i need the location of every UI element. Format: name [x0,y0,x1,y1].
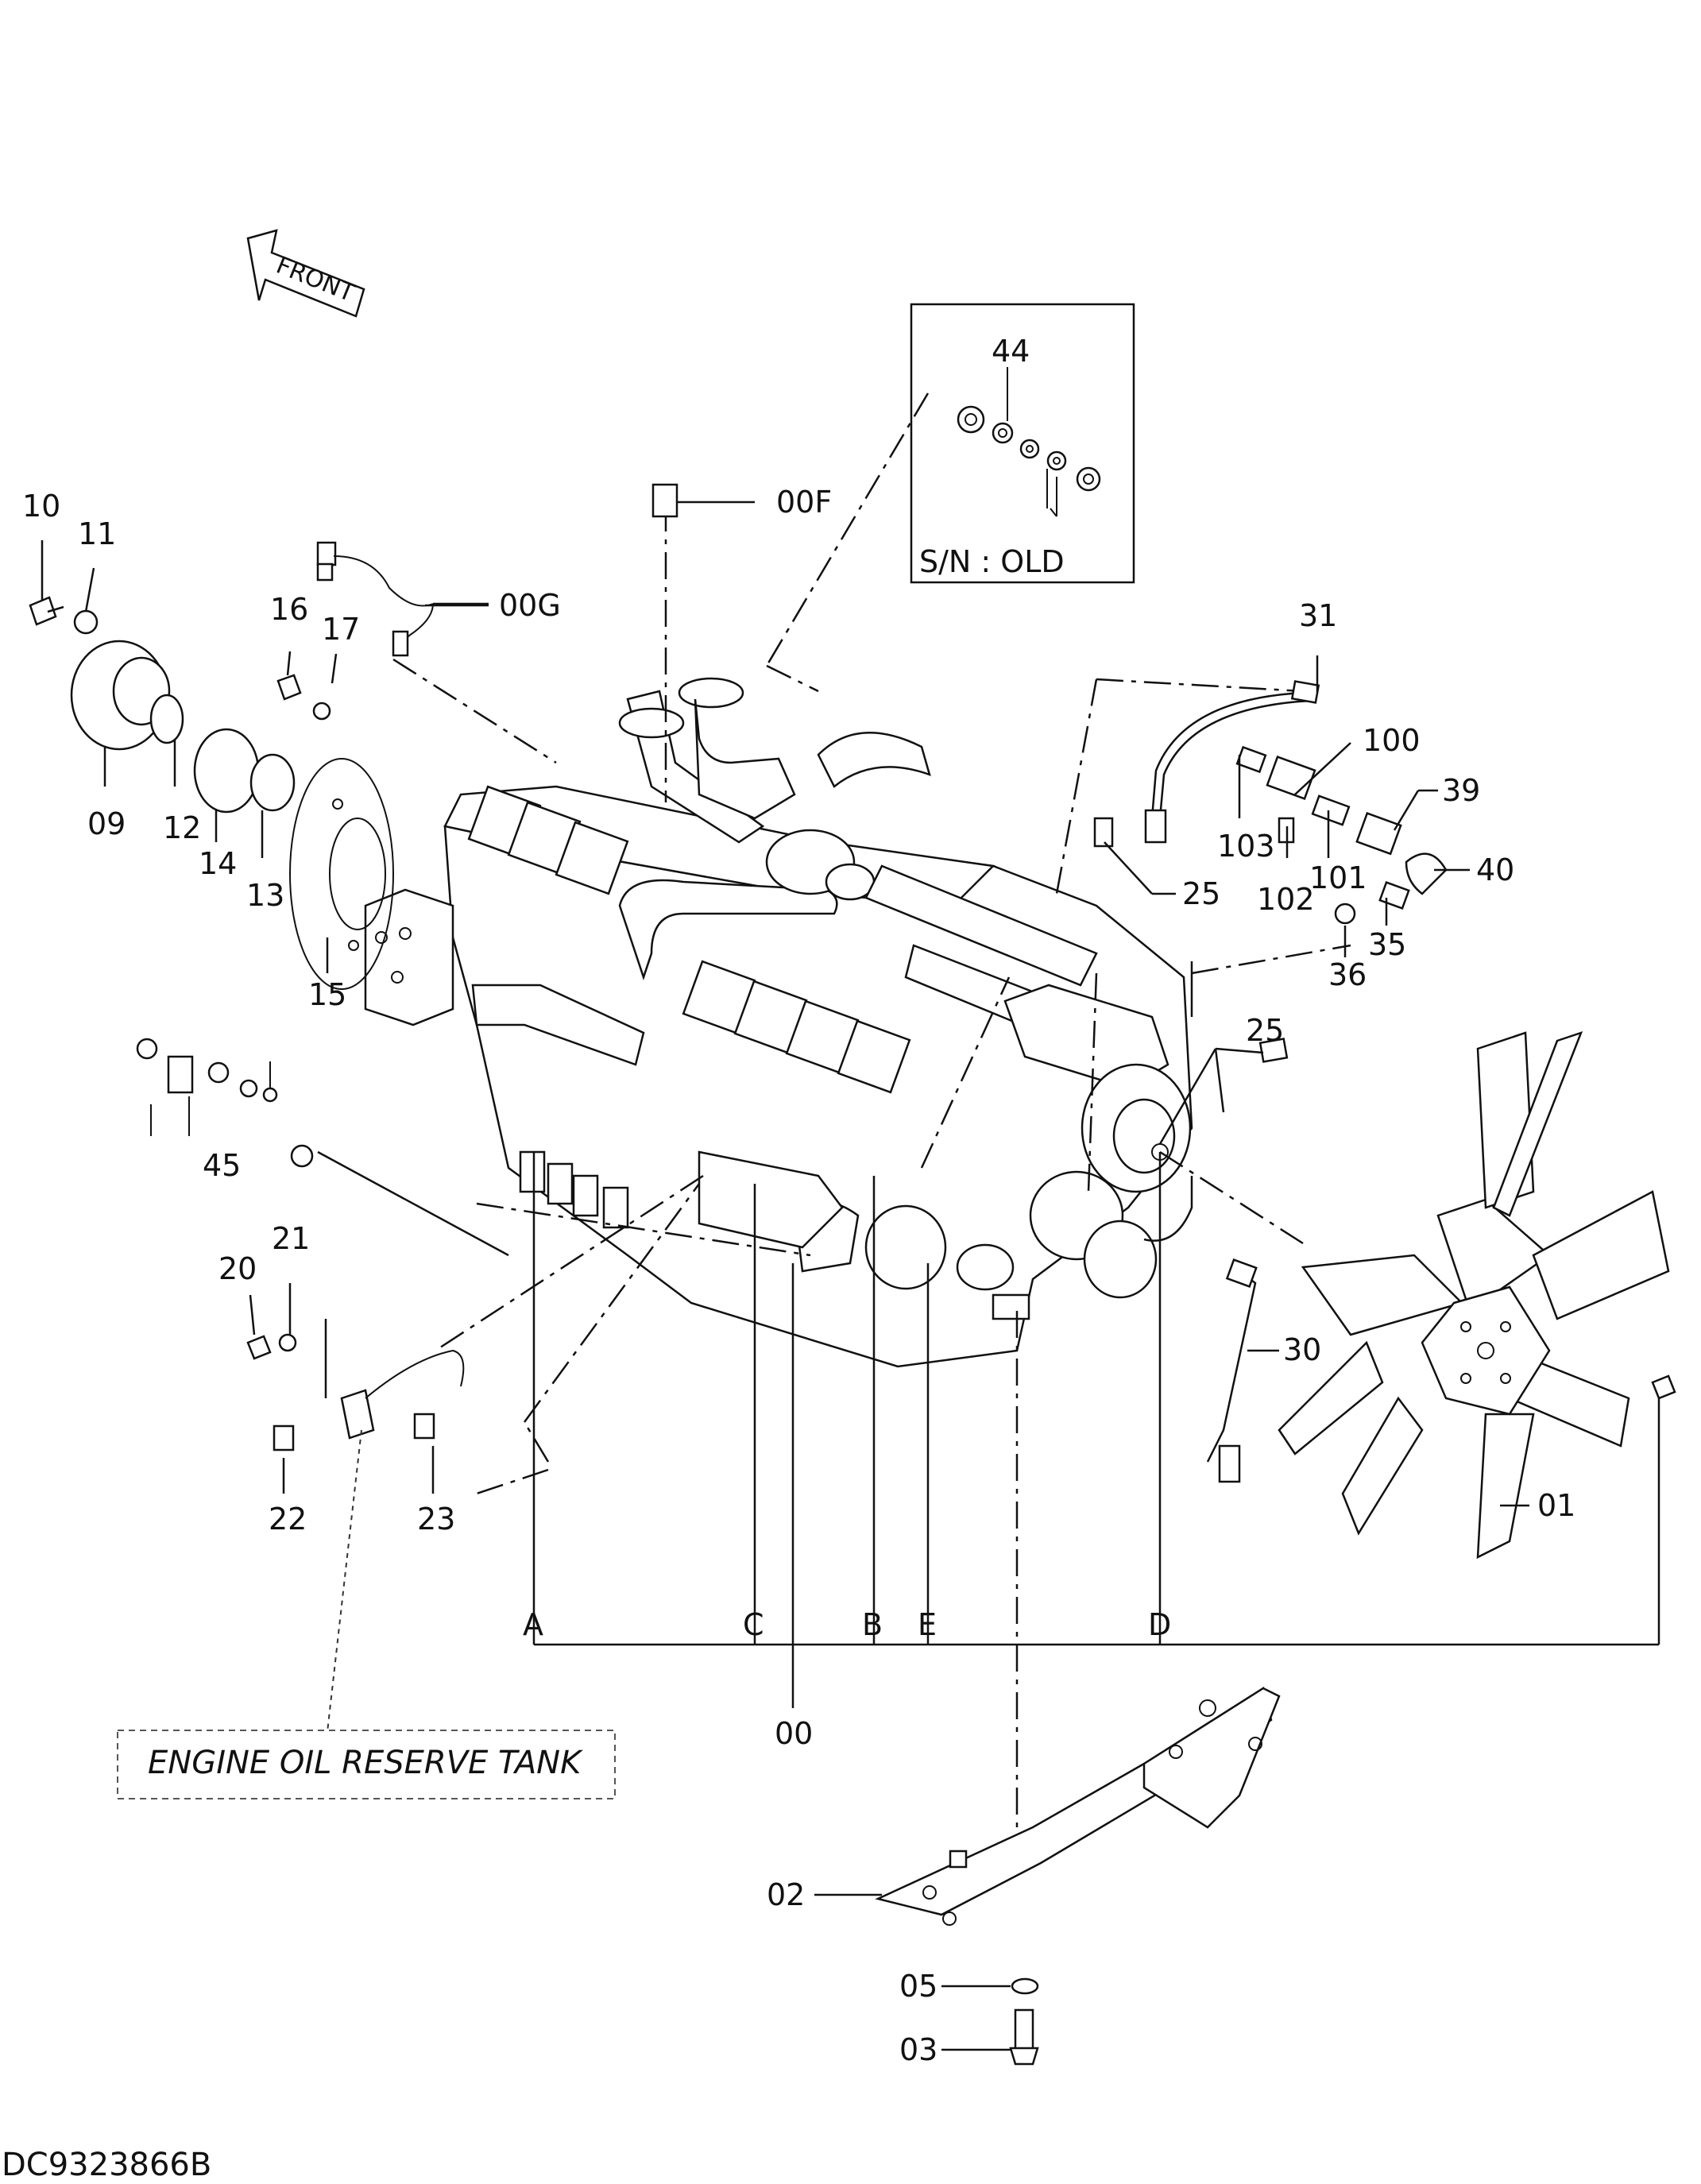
callout-35: 35 [1368,927,1406,962]
callout-01: 01 [1537,1488,1575,1523]
callout-14: 14 [199,846,237,881]
inset-caption: S/N : OLD [919,544,1065,579]
callout-15: 15 [308,977,346,1012]
callout-101: 101 [1309,860,1367,895]
callout-11: 11 [78,516,116,551]
callout-100: 100 [1363,723,1421,758]
engine-block [364,677,1193,1368]
callout-13: 13 [246,878,284,913]
callout-45: 45 [203,1148,241,1183]
callout-25b: 25 [1246,1013,1284,1048]
tank-label: ENGINE OIL RESERVE TANK [148,1745,583,1781]
ref-letter-c: C [743,1607,764,1642]
callout-05: 05 [899,1969,937,2004]
callout-03: 03 [899,2032,937,2067]
ref-letter-b: B [862,1607,883,1642]
sensor-00f [651,483,755,518]
callout-30: 30 [1283,1332,1321,1367]
callout-22: 22 [269,1502,307,1537]
callout-103: 103 [1217,829,1275,864]
inset-part-label: 44 [992,334,1030,369]
callout-40: 40 [1476,852,1514,887]
drawing-number: DC9323866B [2,2147,211,2183]
callout-16: 16 [270,592,308,627]
callout-39: 39 [1442,773,1480,808]
oil-reserve-tank-parts [246,1319,465,1733]
callout-20: 20 [218,1251,257,1286]
mount-bracket [875,1687,1281,2066]
sensor-harness [316,541,489,657]
reference-line [532,1152,1659,1708]
callout-09: 09 [87,806,126,841]
callout-00g: 00G [499,588,561,623]
ref-letter-d: D [1148,1607,1171,1642]
callout-31: 31 [1299,598,1337,633]
callout-102: 102 [1257,882,1315,917]
callout-12: 12 [163,810,201,845]
callout-36: 36 [1328,957,1367,992]
callout-23: 23 [417,1502,455,1537]
tank-label-box [117,1730,616,1799]
callout-02: 02 [767,1877,805,1912]
ref-letter-e: E [918,1607,937,1642]
callout-10: 10 [22,489,60,524]
leader-00g [392,658,557,764]
callout-25a: 25 [1182,876,1220,911]
flywheel-parts [29,596,394,990]
callout-17: 17 [322,612,360,647]
ref-letter-a: A [523,1607,543,1642]
fan-01 [1278,1030,1676,1645]
front-arrow: FRONT [246,229,365,318]
bracket-45-parts [136,1038,314,1168]
inset-box: 44 S/N : OLD [910,303,1135,584]
callout-00f: 00F [776,485,832,520]
callout-00: 00 [775,1716,813,1751]
callout-21: 21 [272,1221,310,1256]
